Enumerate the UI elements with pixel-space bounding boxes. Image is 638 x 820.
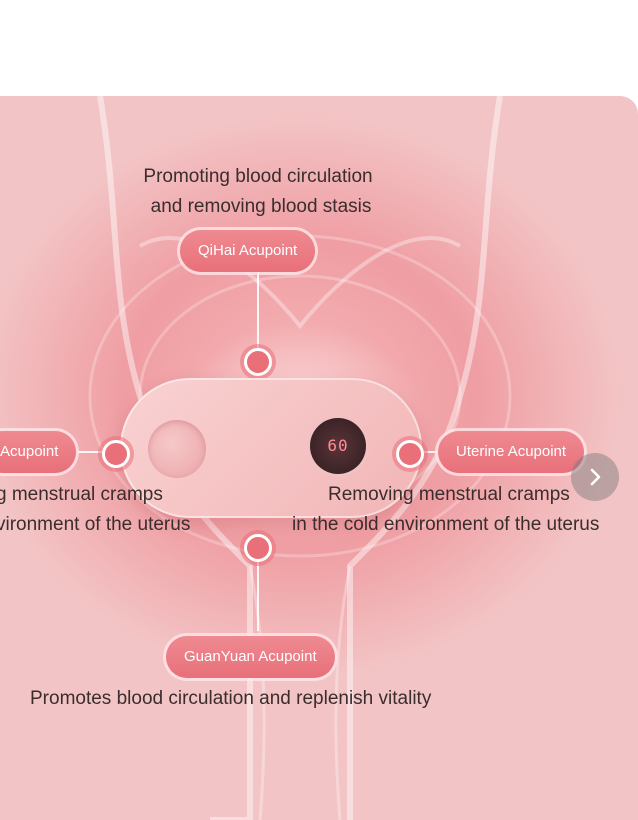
right-caption-line2: in the cold environment of the uterus bbox=[292, 514, 600, 535]
top-caption-line1: Promoting blood circulation bbox=[143, 166, 373, 187]
connector-line-bottom bbox=[257, 556, 259, 631]
guanyuan-acupoint-label: GuanYuan Acupoint bbox=[166, 636, 335, 678]
product-image: Promoting blood circulation and removing… bbox=[0, 96, 638, 820]
qihai-acupoint-label: QiHai Acupoint bbox=[180, 230, 316, 272]
device-button bbox=[148, 420, 206, 478]
top-caption-line2: and removing blood stasis bbox=[150, 196, 372, 217]
connector-line-right bbox=[420, 451, 448, 453]
chevron-right-icon bbox=[590, 468, 601, 486]
device-temperature: 60 bbox=[327, 436, 349, 455]
heating-pad-device: 60 bbox=[120, 378, 422, 518]
uterine-acupoint-label: Uterine Acupoint bbox=[438, 431, 585, 473]
left-caption-line1: g menstrual cramps bbox=[0, 484, 163, 505]
connector-line-left bbox=[78, 451, 108, 453]
left-caption-line2: vironment of the uterus bbox=[0, 514, 191, 535]
guanyuan-acupoint-dot bbox=[244, 534, 272, 562]
connector-line-top bbox=[257, 266, 259, 351]
qihai-acupoint-dot bbox=[244, 348, 272, 376]
left-acupoint-dot bbox=[102, 440, 130, 468]
left-acupoint-label: Acupoint bbox=[0, 431, 77, 473]
uterine-acupoint-dot bbox=[396, 440, 424, 468]
bottom-caption: Promotes blood circulation and replenish… bbox=[30, 688, 432, 709]
right-caption-line1: Removing menstrual cramps bbox=[328, 484, 570, 505]
device-display: 60 bbox=[310, 418, 366, 474]
next-image-button[interactable] bbox=[571, 453, 619, 501]
